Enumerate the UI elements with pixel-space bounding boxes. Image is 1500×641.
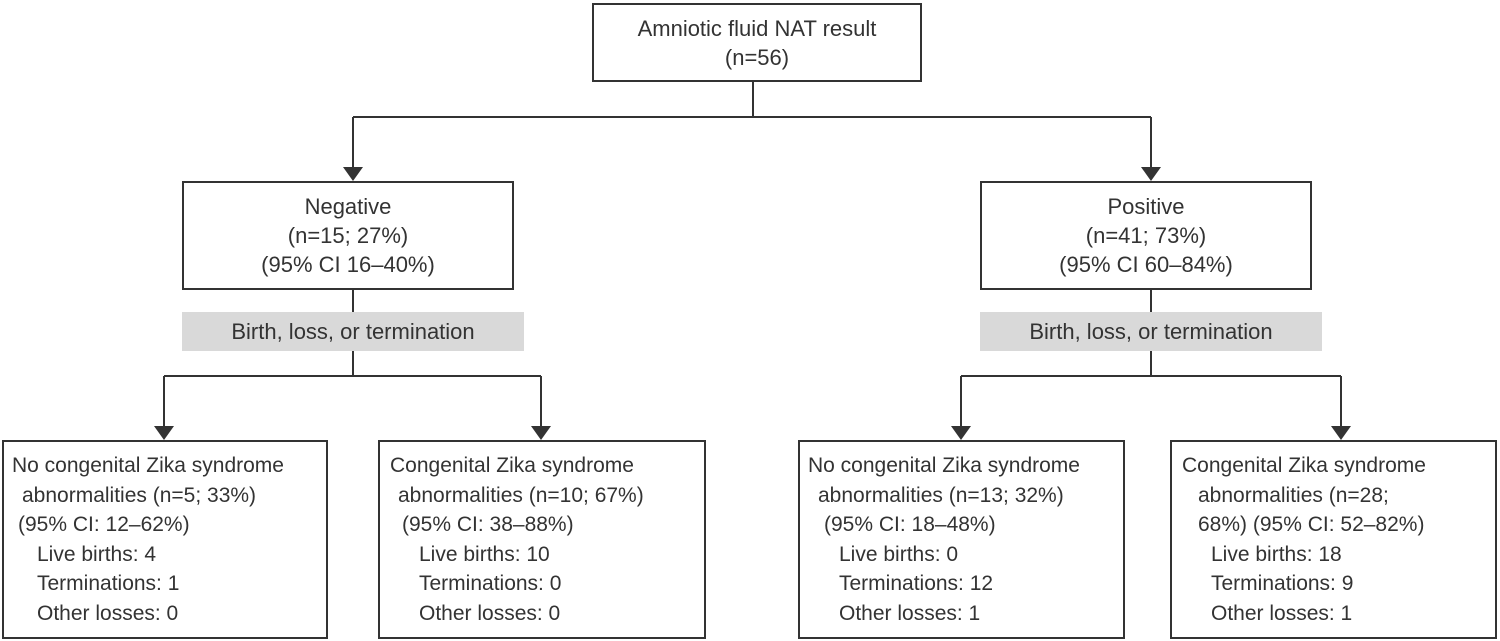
arrowhead-negative-no-czs [154, 426, 174, 440]
positive-czs-terminations: Terminations: 9 [1211, 572, 1354, 595]
root-count: (n=56) [724, 44, 790, 70]
negative-czs-line-1: Congenital Zika syndrome [390, 454, 634, 477]
negative-czs-line-2: abnormalities (n=10; 67%) [398, 483, 644, 507]
negative-no-czs-live-births: Live births: 4 [37, 542, 157, 566]
positive-czs-line-3: 68%) (95% CI: 52–82%) [1198, 513, 1425, 536]
positive-no-czs-node: No congenital Zika syndrome abnormalitie… [798, 440, 1125, 639]
negative-czs-terminations: Terminations: 0 [419, 572, 562, 595]
positive-no-czs-terminations: Terminations: 12 [839, 572, 994, 595]
positive-czs-other-losses: Other losses: 1 [1211, 601, 1353, 625]
positive-ci: (95% CI 60–84%) [1059, 252, 1233, 277]
negative-no-czs-terminations: Terminations: 1 [37, 572, 180, 595]
root-title: Amniotic fluid NAT result [637, 15, 877, 41]
negative-czs-node: Congenital Zika syndrome abnormalities (… [378, 440, 706, 639]
positive-czs-live-births: Live births: 18 [1211, 542, 1342, 566]
positive-no-czs-line-1: No congenital Zika syndrome [808, 454, 1080, 477]
negative-outcome-band: Birth, loss, or termination [182, 312, 524, 351]
negative-no-czs-line-2: abnormalities (n=5; 33%) [22, 483, 257, 507]
negative-czs-other-losses: Other losses: 0 [419, 601, 561, 625]
negative-node: Negative (n=15; 27%) (95% CI 16–40%) [182, 181, 514, 290]
negative-czs-live-births: Live births: 10 [419, 542, 550, 566]
arrowhead-positive-czs [1331, 426, 1351, 440]
negative-no-czs-other-losses: Other losses: 0 [37, 601, 179, 625]
arrowhead-negative [343, 167, 363, 181]
positive-outcome-band: Birth, loss, or termination [980, 312, 1322, 351]
negative-no-czs-line-1: No congenital Zika syndrome [12, 454, 284, 477]
negative-no-czs-node: No congenital Zika syndrome abnormalitie… [2, 440, 328, 639]
arrowhead-positive [1141, 167, 1161, 181]
positive-no-czs-live-births: Live births: 0 [839, 542, 959, 566]
positive-czs-line-1: Congenital Zika syndrome [1182, 454, 1426, 477]
negative-czs-line-3: (95% CI: 38–88%) [402, 513, 574, 536]
positive-no-czs-line-2: abnormalities (n=13; 32%) [818, 483, 1064, 507]
arrowhead-negative-czs [531, 426, 551, 440]
positive-czs-node: Congenital Zika syndrome abnormalities (… [1170, 440, 1497, 639]
negative-no-czs-line-3: (95% CI: 12–62%) [18, 513, 190, 536]
positive-no-czs-line-3: (95% CI: 18–48%) [824, 513, 996, 536]
positive-no-czs-other-losses: Other losses: 1 [839, 601, 981, 625]
negative-ci: (95% CI 16–40%) [261, 252, 435, 277]
negative-count: (n=15; 27%) [287, 223, 409, 248]
positive-czs-line-2: abnormalities (n=28; [1198, 483, 1389, 507]
positive-node: Positive (n=41; 73%) (95% CI 60–84%) [980, 181, 1312, 290]
root-node: Amniotic fluid NAT result (n=56) [592, 3, 922, 82]
positive-title: Positive [1107, 194, 1185, 219]
negative-title: Negative [304, 194, 392, 219]
positive-count: (n=41; 73%) [1085, 223, 1207, 248]
arrowhead-positive-no-czs [951, 426, 971, 440]
